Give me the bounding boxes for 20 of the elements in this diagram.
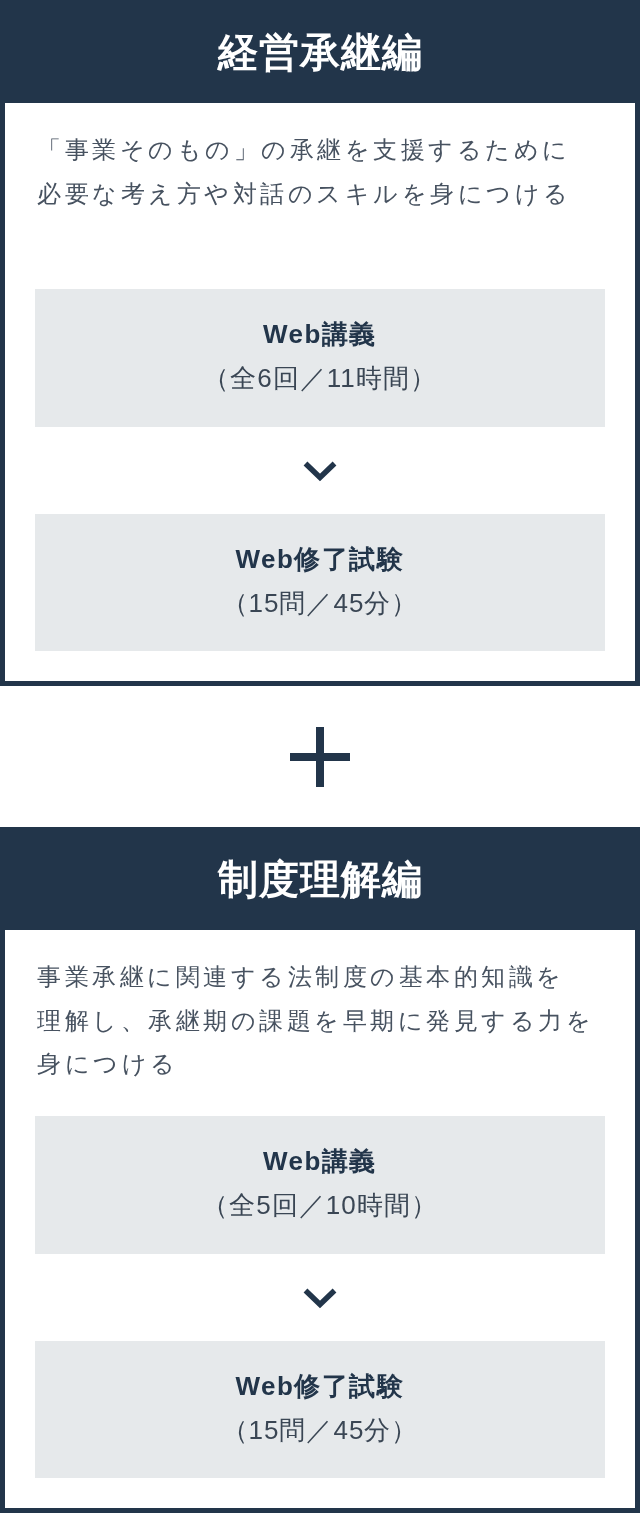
chevron-arrow bbox=[303, 1288, 337, 1309]
step-detail: （15問／45分） bbox=[221, 587, 419, 618]
section-title: 経営承継編 bbox=[217, 28, 423, 76]
description-text: 事業承継に関連する法制度の基本的知識を理解し、承継期の課題を早期に発見する力を身につける bbox=[37, 962, 594, 1079]
description-text: 「事業そのもの」の承継を支援するために必要な考え方や対話のスキルを身につける bbox=[37, 135, 572, 209]
step-title: Web修了試験 bbox=[235, 543, 405, 574]
step-detail: （全6回／11時間） bbox=[203, 363, 437, 393]
section-panel bbox=[0, 827, 640, 1513]
course-box bbox=[35, 1116, 605, 1254]
course-box bbox=[35, 289, 605, 427]
step-title: Web修了試験 bbox=[235, 1370, 405, 1401]
course-box bbox=[35, 514, 605, 651]
step-detail: （全5回／10時間） bbox=[202, 1190, 438, 1220]
course-box bbox=[35, 1341, 605, 1478]
section-title: 制度理解編 bbox=[217, 855, 423, 903]
chevron-arrow bbox=[303, 461, 337, 482]
step-detail: （15問／45分） bbox=[221, 1414, 419, 1445]
step-title: Web講義 bbox=[263, 319, 377, 349]
section-panel bbox=[0, 0, 640, 686]
step-title: Web講義 bbox=[263, 1146, 377, 1176]
